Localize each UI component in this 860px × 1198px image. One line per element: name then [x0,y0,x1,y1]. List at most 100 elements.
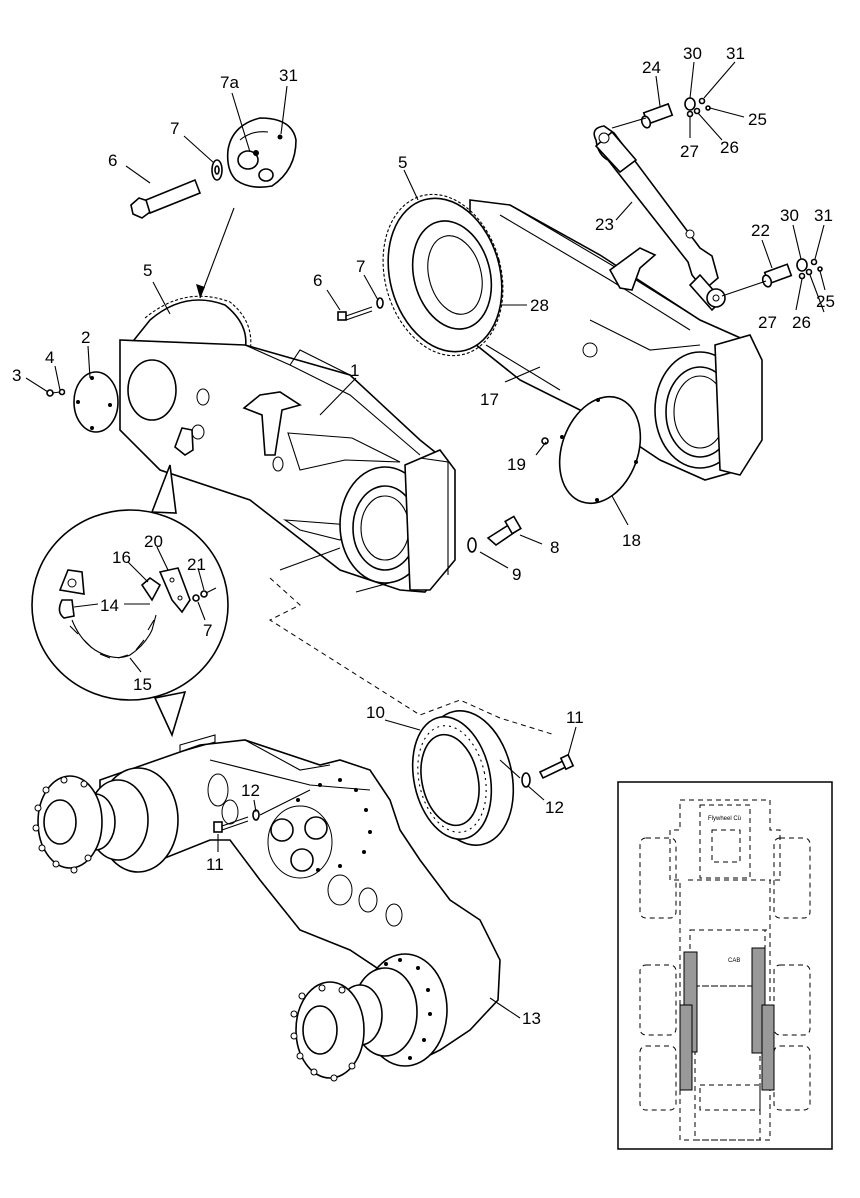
leader-14-left [73,603,99,608]
callout-23: 23 [595,215,614,234]
gear-ring-5-right [382,193,504,357]
washer-4 [58,388,66,396]
callout-25-mid: 25 [816,292,835,311]
bolt-circle-right-hub [384,958,432,1060]
callout-27-top: 27 [680,142,699,161]
hub-right [290,953,448,1082]
callout-5-right: 5 [398,153,407,172]
leader-13 [489,997,521,1019]
hydraulic-cylinder-23 [593,125,726,312]
callout-20: 20 [144,532,163,551]
highlight-right-lower [761,1004,775,1091]
callout-26-mid: 26 [792,313,811,332]
callout-30-mid: 30 [780,206,799,225]
leader-ring-axis [499,759,521,779]
callout-3: 3 [12,366,21,385]
leader-5-right [403,169,419,201]
callout-5-left: 5 [143,261,152,280]
pin-22 [761,263,793,288]
leader-9 [479,551,509,569]
leader-19 [535,441,547,456]
callout-31-right-top: 31 [726,44,745,63]
callout-11-left: 11 [206,855,224,874]
callout-6-mid: 6 [313,271,322,290]
callout-6-top: 6 [108,151,117,170]
leader-16 [127,561,149,583]
leader-7a [231,92,251,153]
leader-21 [197,567,205,591]
locator-inset [617,781,833,1150]
callout-28: 28 [530,296,549,315]
arrow-line-7a [199,207,235,299]
washer-9 [467,537,477,553]
highlight-left-lower [679,1004,693,1091]
leader-8 [519,534,543,545]
leader-26-mid [809,274,825,313]
fitting-31-mid [810,258,818,266]
hub-left-studs [32,776,92,874]
pin-24 [640,102,674,129]
leader-31-top [280,85,288,135]
callout-27-mid: 27 [758,313,777,332]
leader-30-mid [792,224,802,260]
bolt-6-top [130,178,202,219]
leader-4 [54,365,61,391]
detail-circle-chain [31,464,229,738]
inset-label-cab: CAB [728,958,740,964]
callout-19: 19 [507,455,526,474]
washer-7-top [211,159,223,181]
leader-31-mid [814,224,825,260]
cover-plate-18 [558,395,642,505]
end-cap-7a [226,117,297,188]
callout-7a: 7a [220,73,239,92]
hub-left [32,767,179,874]
leader-axle-axis [259,789,311,816]
washer-12-right [521,772,531,788]
fitting-30-mid [796,258,808,272]
callout-22: 22 [751,221,770,240]
callout-7-mid: 7 [356,257,365,276]
callout-31-top: 31 [279,66,298,85]
gear-teeth-5-right [382,193,504,357]
bolt-circle-upper [296,778,372,872]
callout-4: 4 [45,348,54,367]
callout-12-left: 12 [241,781,260,800]
bearing-ring-10 [411,710,515,846]
callout-24: 24 [642,58,661,77]
leader-7-top [183,135,215,164]
leader-12-left [253,799,257,813]
callout-labels: 31 7a 7 6 5 2 4 3 1 5 6 7 28 17 24 30 31… [12,44,835,1028]
callout-15: 15 [133,675,152,694]
bolt-8 [486,515,522,547]
callout-14: 14 [100,596,119,615]
leader-12-right [527,785,545,801]
leader-11-right [567,726,577,757]
gear-teeth-5-left [144,295,252,353]
leader-1 [319,377,357,416]
callout-9: 9 [512,565,521,584]
callout-7-top: 7 [170,119,179,138]
leader-frame-axis [279,547,341,571]
leader-25-mid [819,270,826,291]
cover-plate-2 [73,371,119,433]
leader-7-detail [197,601,206,621]
callout-2: 2 [81,328,90,347]
bolt-11-left [213,816,249,833]
leader-frame-axis-2 [355,579,401,593]
hub-right-studs [290,984,356,1082]
callout-30-top: 30 [683,44,702,63]
leader-3 [25,377,49,393]
leader-6-mid [326,289,341,311]
callout-13: 13 [522,1009,541,1028]
leader-10 [384,719,421,731]
leader-5-left [152,281,171,315]
washer-7-mid [376,297,384,309]
inset-label-top: Flywheel Cü [708,816,741,822]
leader-17-b [485,344,561,391]
leader-24 [655,75,661,107]
callout-10: 10 [366,703,385,722]
leader-20 [156,546,169,571]
bolt-6-mid [337,306,373,321]
leader-2 [87,345,91,379]
